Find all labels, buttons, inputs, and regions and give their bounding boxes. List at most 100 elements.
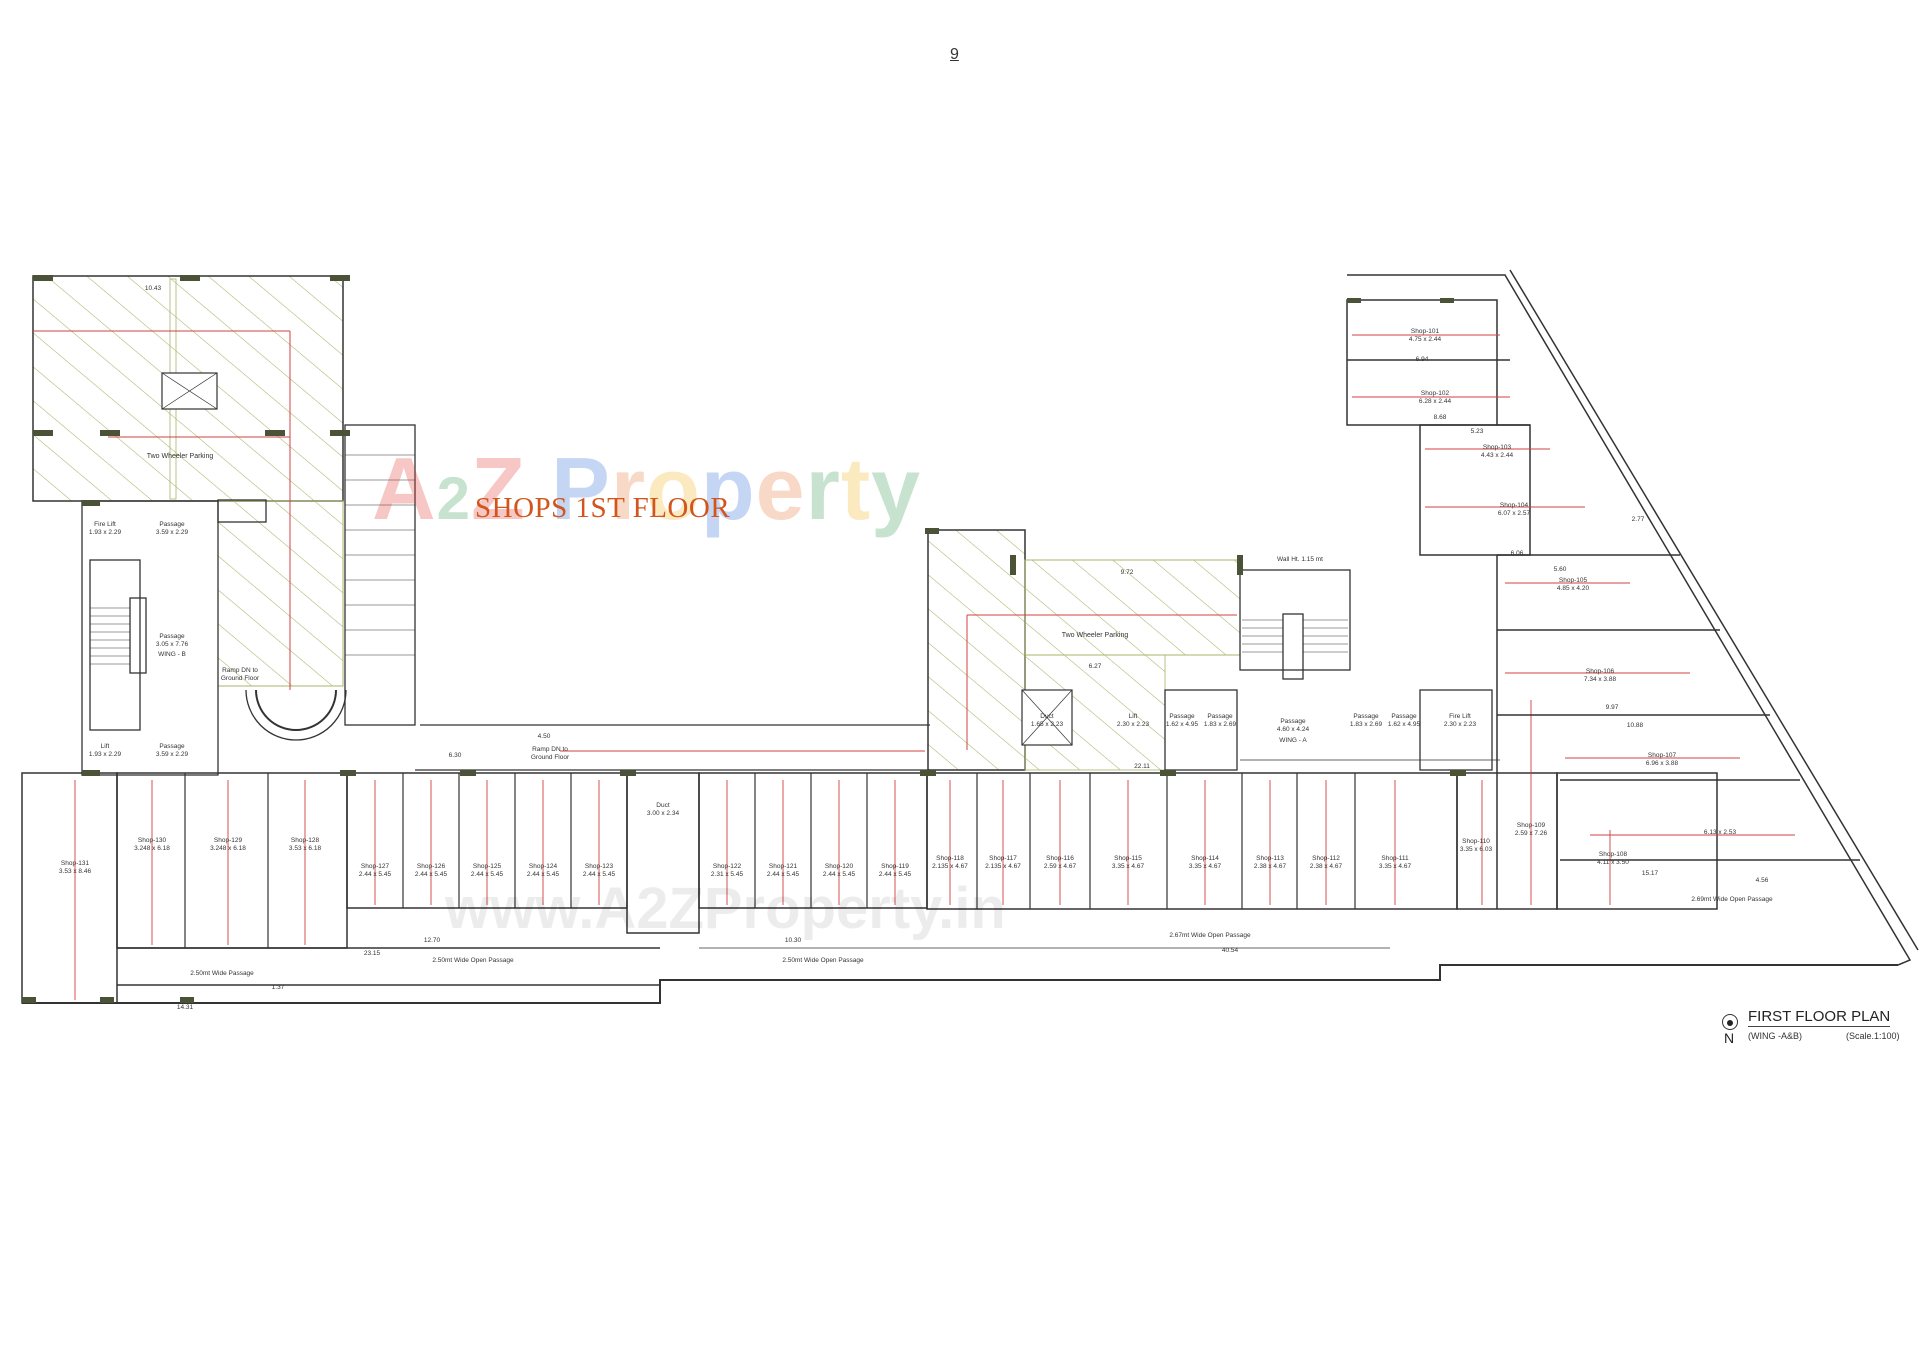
parking-wing-a xyxy=(927,529,1241,771)
parking-wing-b xyxy=(32,275,344,690)
room-label-passage-a4: Passage 1.83 x 2.69 xyxy=(1349,713,1383,728)
room-label-ramp-b: Ramp DN to Ground Floor xyxy=(220,667,260,682)
room-label-fire-lift-a: Fire Lift 2.30 x 2.23 xyxy=(1443,713,1477,728)
room-label-duct-a: Duct 1.65 x 2.23 xyxy=(1030,713,1064,728)
shops-row xyxy=(21,772,1898,1004)
room-label-passage-b-mid: Passage 3.05 x 7.76 xyxy=(155,633,189,648)
shop-centerlines xyxy=(74,700,1611,1000)
room-label-passage-a2: Passage 1.83 x 2.69 xyxy=(1203,713,1237,728)
dimension-label: 10.88 xyxy=(1626,722,1644,729)
watermark-logo: A2Z Property xyxy=(372,438,921,540)
dimension-label: 9.97 xyxy=(1605,704,1619,711)
dimension-label: 15.17 xyxy=(1641,870,1659,877)
dimension-label: 23.15 xyxy=(363,950,381,957)
wm-char: Z xyxy=(470,439,526,538)
passage-label: 2.50mt Wide Open Passage xyxy=(782,957,864,964)
room-label-lift-a: Lift 2.30 x 2.23 xyxy=(1116,713,1150,728)
wall-height-a: Wall Ht. 1.15 mt xyxy=(1277,556,1323,563)
wm-char: y xyxy=(871,439,922,538)
sheet-title: SHOPS 1ST FLOOR xyxy=(475,492,731,524)
core-wing-a xyxy=(1164,569,1500,771)
wm-char: r xyxy=(805,439,841,538)
dimension-label: 9.72 xyxy=(1120,569,1134,576)
room-label-passage-b-top: Passage 3.59 x 2.29 xyxy=(155,521,189,536)
dimension-label: 1.37 xyxy=(271,984,285,991)
room-label-ramp-mid: Ramp DN to Ground Floor xyxy=(530,746,570,761)
plan-subtitle: (WING -A&B) xyxy=(1748,1031,1802,1041)
ramp-corridor xyxy=(415,724,930,771)
dimension-label: 22.11 xyxy=(1134,763,1150,770)
wm-char: e xyxy=(755,439,806,538)
room-label-passage-b-bot: Passage 3.59 x 2.29 xyxy=(155,743,189,758)
room-label-lift-b: Lift 1.93 x 2.29 xyxy=(88,743,122,758)
wm-char: o xyxy=(646,439,701,538)
wm-char: p xyxy=(700,439,756,538)
wm-char: 2 xyxy=(436,465,471,532)
dimension-label: 6.27 xyxy=(1088,663,1102,670)
passage-label: 2.50mt Wide Passage xyxy=(190,970,254,977)
wm-char: t xyxy=(840,439,872,538)
wm-char: A xyxy=(372,439,437,538)
east-wing xyxy=(1346,269,1919,966)
room-label-passage-a5: Passage 1.62 x 4.95 xyxy=(1387,713,1421,728)
dimension-label: 10.43 xyxy=(144,285,162,292)
passage-label: 2.69mt Wide Open Passage xyxy=(1691,896,1773,903)
north-label: N xyxy=(1724,1030,1735,1046)
dimension-label: 10.30 xyxy=(784,937,802,944)
room-label-duct-mid: Duct 3.00 x 2.34 xyxy=(646,802,680,817)
dimension-label: 12.70 xyxy=(423,937,441,944)
north-arrow-icon xyxy=(1722,1014,1738,1030)
room-label-fire-lift-b: Fire Lift 1.93 x 2.29 xyxy=(88,521,122,536)
room-label-passage-a3: Passage 4.60 x 4.24 xyxy=(1276,718,1310,733)
room-label-parking-a: Two Wheeler Parking xyxy=(1061,632,1129,639)
shop-dividers xyxy=(184,773,1356,948)
passage-label: 2.50mt Wide Open Passage xyxy=(432,957,514,964)
wm-char: r xyxy=(610,439,647,538)
dimension-label: 6.30 xyxy=(448,752,462,759)
dimension-label: 40.54 xyxy=(1221,947,1239,954)
plan-title: FIRST FLOOR PLAN xyxy=(1748,1008,1891,1027)
page-number: 9 xyxy=(950,46,959,63)
plan-scale: (Scale.1:100) xyxy=(1846,1031,1900,1041)
room-label-wing-a: WING - A xyxy=(1279,737,1307,744)
dimension-label: 6.06 xyxy=(1510,550,1524,557)
dimension-label: 2.77 xyxy=(1631,516,1645,523)
dimension-label: 4.56 xyxy=(1755,877,1769,884)
shop-label: 6.13 x 2.53 xyxy=(1703,829,1737,836)
wm-char: P xyxy=(551,439,611,538)
dimension-label: 5.60 xyxy=(1553,566,1567,573)
watermark-url: www.A2ZProperty.in xyxy=(445,876,1006,941)
dimension-label: 14.31 xyxy=(176,1004,194,1011)
dimension-label: 6.94 xyxy=(1415,356,1429,363)
room-label-parking-b: Two Wheeler Parking xyxy=(146,453,214,460)
